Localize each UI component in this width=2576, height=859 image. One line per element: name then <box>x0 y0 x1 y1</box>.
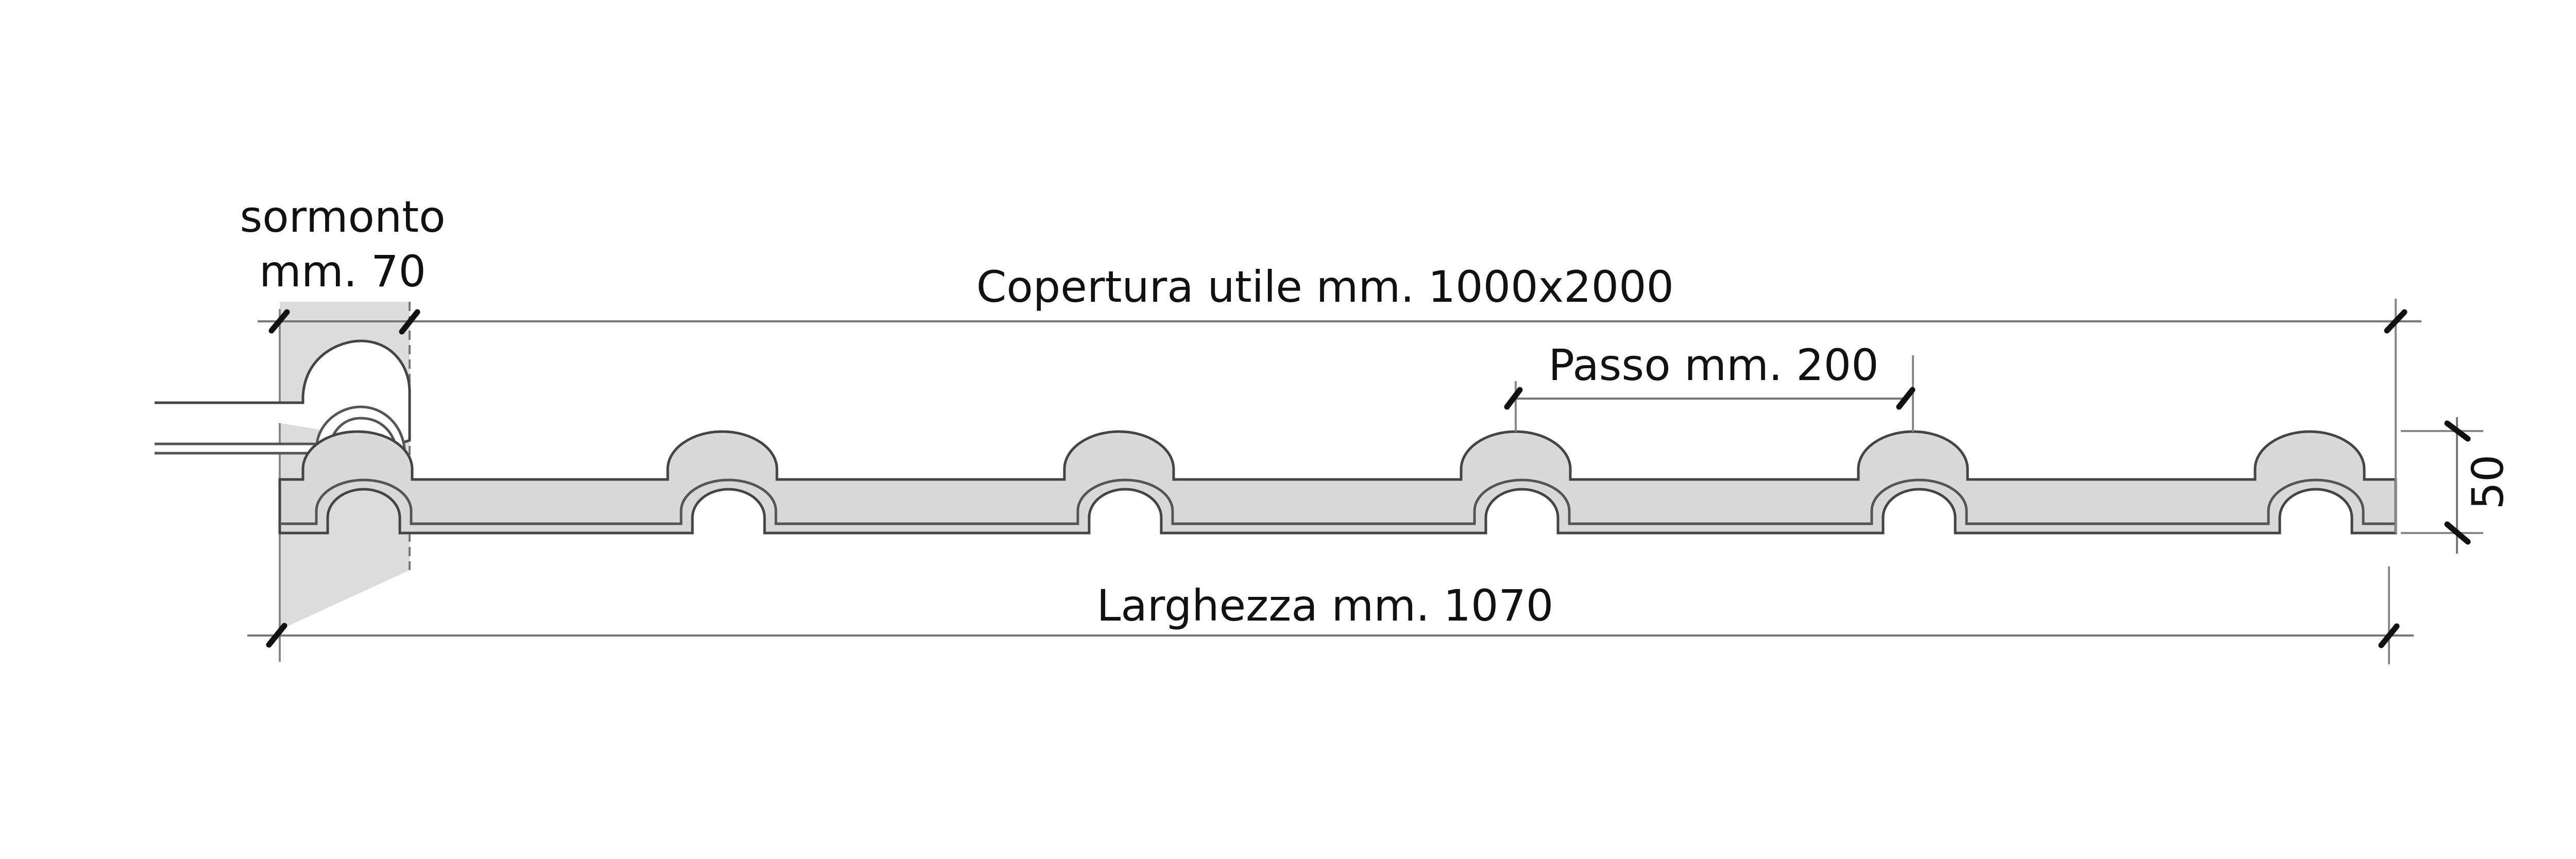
overlap-label: sormonto <box>240 192 446 242</box>
panel-body <box>278 430 2397 535</box>
height-label: 50 <box>2463 455 2513 510</box>
coverage-label: Copertura utile mm. 1000x2000 <box>976 262 1674 312</box>
overlap-value: mm. 70 <box>259 246 426 297</box>
width-label: Larghezza mm. 1070 <box>1097 580 1554 631</box>
panel-inner-layer <box>280 478 2396 525</box>
dimension-ticks <box>266 309 2471 648</box>
pitch-label: Passo mm. 200 <box>1548 340 1878 390</box>
